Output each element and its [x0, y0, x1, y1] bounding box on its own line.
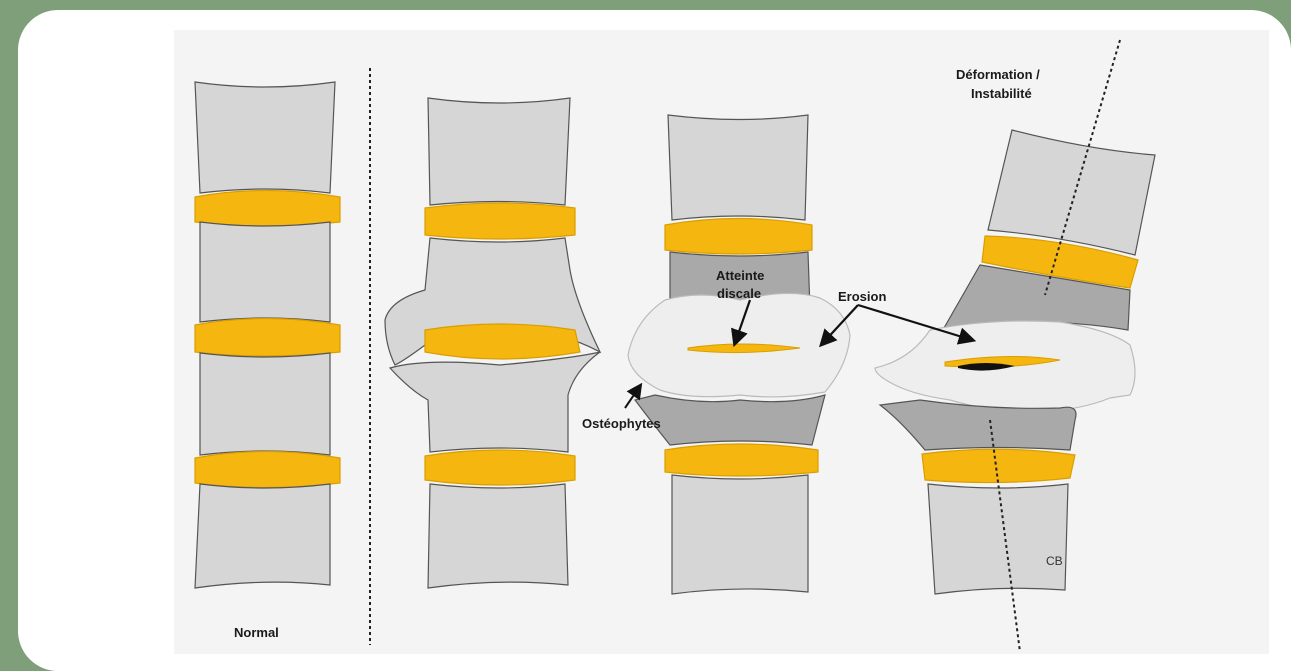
- disc-1-1: [195, 191, 340, 227]
- disc-1-2: [195, 319, 340, 357]
- vertebra-3-1: [668, 115, 808, 220]
- vertebra-1-3: [200, 353, 330, 455]
- arrow-osteophytes: [625, 386, 640, 408]
- disc-1-3: [195, 452, 340, 488]
- vertebra-3-4: [672, 475, 808, 594]
- normal-column: [195, 82, 340, 588]
- label-normal: Normal: [234, 625, 279, 640]
- vertebra-2-3: [390, 352, 600, 452]
- disc-2-2: [425, 324, 580, 359]
- label-osteophytes: Ostéophytes: [582, 416, 661, 431]
- label-atteinte-line1: Atteinte: [716, 268, 764, 283]
- column-3: [628, 115, 850, 594]
- disc-3-3: [665, 444, 818, 476]
- signature-text: CB: [1046, 554, 1063, 568]
- vertebra-4-1: [988, 130, 1155, 255]
- disc-3-1: [665, 219, 812, 255]
- vertebra-1-1: [195, 82, 335, 193]
- vertebra-4-4: [928, 484, 1068, 594]
- label-atteinte-line2: discale: [717, 286, 761, 301]
- label-deformation-line1: Déformation /: [956, 67, 1040, 82]
- label-deformation-line2: Instabilité: [971, 86, 1032, 101]
- vertebra-2-4: [428, 484, 568, 588]
- disc-2-1: [425, 203, 575, 239]
- vertebra-1-2: [200, 222, 330, 322]
- vertebra-2-1: [428, 98, 570, 205]
- vertebra-3-3: [635, 395, 825, 445]
- disc-4-3: [922, 449, 1075, 482]
- label-erosion: Erosion: [838, 289, 886, 304]
- column-2: [385, 98, 600, 588]
- disc-2-3: [425, 450, 575, 485]
- vertebra-1-4: [195, 484, 330, 588]
